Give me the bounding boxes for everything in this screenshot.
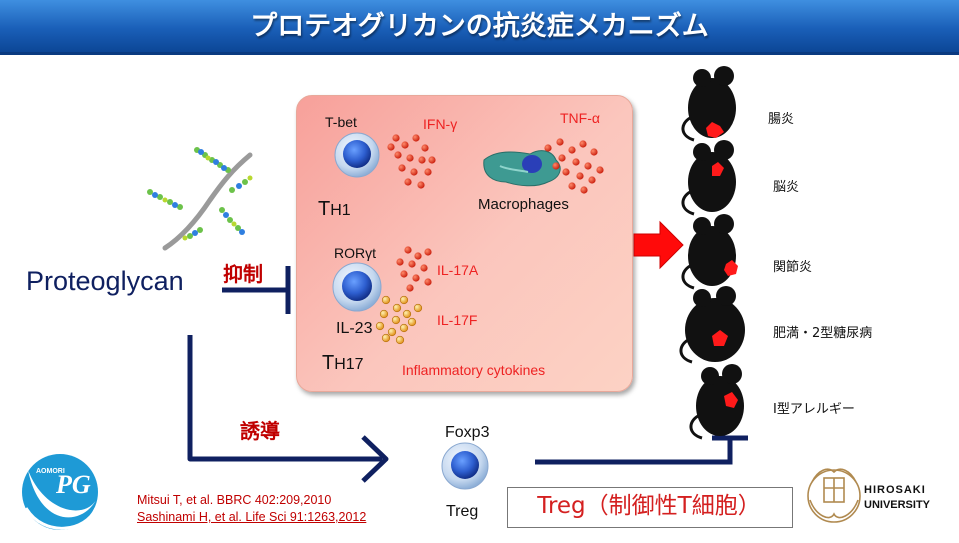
macrophage-icon	[483, 150, 561, 187]
th17-cell-icon	[332, 262, 382, 312]
il17a-label: IL-17A	[437, 262, 479, 278]
proteoglycan-molecule-icon	[147, 147, 253, 251]
hirosaki-text: HIROSAKI	[864, 484, 926, 496]
red-arrow-icon	[633, 220, 684, 270]
slide-title: プロテオグリカンの抗炎症メカニズム	[250, 11, 709, 41]
il17a-dots	[396, 246, 432, 292]
il17f-label: IL-17F	[437, 312, 478, 328]
treg-definition-text: Treg（制御性T細胞）	[537, 493, 761, 519]
disease-colitis: 腸炎	[768, 112, 795, 127]
induction-arrow	[187, 335, 389, 483]
mouse-icon-obesity	[679, 286, 745, 364]
macrophages-label: Macrophages	[478, 196, 569, 213]
disease-type1-allergy: I型アレルギー	[773, 402, 855, 417]
ror-gamma-t-label: RORγt	[334, 245, 376, 261]
mouse-icon-allergy	[689, 364, 744, 440]
reference-2: Sashinami H, et al. Life Sci 91:1263,201…	[137, 510, 367, 524]
title-bar	[0, 0, 959, 55]
treg-label: Treg	[446, 503, 479, 520]
suppression-arrow	[222, 266, 291, 314]
disease-arthritis: 関節炎	[773, 260, 813, 275]
disease-encephalitis: 脳炎	[773, 180, 800, 195]
treg-suppression-line	[535, 435, 748, 465]
mouse-icon-arthritis	[681, 214, 738, 290]
reference-1: Mitsui T, et al. BBRC 402:209,2010	[137, 493, 332, 507]
tbet-label: T-bet	[325, 114, 357, 130]
tnf-alpha-label: TNF-α	[560, 110, 600, 126]
ifn-gamma-label: IFN-γ	[423, 116, 458, 132]
tnf-alpha-dots	[544, 138, 604, 194]
th1-cell-icon	[334, 132, 380, 178]
disease-obesity-diabetes: 肥満・2型糖尿病	[773, 326, 873, 341]
hirosaki-university-logo	[807, 468, 861, 523]
aomori-pg-logo	[22, 454, 98, 530]
proteoglycan-label: Proteoglycan	[26, 266, 184, 296]
inflammatory-cytokines-label: Inflammatory cytokines	[402, 362, 546, 378]
treg-cell-icon	[441, 442, 489, 490]
treg-definition-box	[507, 487, 793, 528]
il17f-dots	[375, 295, 423, 345]
logo-pg-text: PG	[56, 470, 91, 499]
logo-aomori-text: AOMORI	[36, 468, 65, 475]
th17-label: TH17	[322, 352, 364, 374]
foxp3-label: Foxp3	[445, 424, 490, 441]
il23-label: IL-23	[336, 320, 373, 337]
mouse-icon-encephalitis	[681, 140, 736, 216]
university-text: UNIVERSITY	[864, 499, 931, 511]
th1-label: TH1	[318, 198, 351, 220]
ifn-gamma-dots	[387, 134, 436, 189]
suppress-label: 抑制	[223, 262, 263, 286]
induce-label: 誘導	[240, 419, 280, 443]
mouse-icon-colitis	[681, 66, 736, 142]
